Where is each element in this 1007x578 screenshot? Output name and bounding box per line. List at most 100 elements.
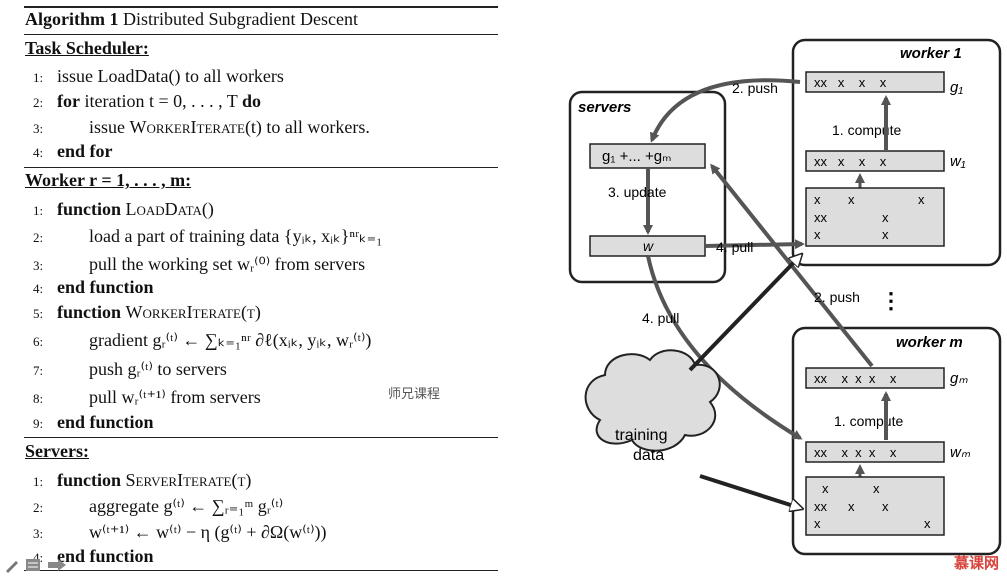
gradient-sum-text: g₁ +... +gₘ: [602, 148, 671, 165]
line-number: 6:: [33, 334, 44, 349]
data-arrow-worker-1: [688, 256, 800, 372]
algorithm-name: Distributed Subgradient Descent: [123, 9, 358, 29]
line-text: pull the working set wᵣ⁽⁰⁾ from servers: [89, 254, 366, 274]
worker-1-node: worker 1 xx x x x g₁ 1. compute xx x x x…: [791, 38, 1002, 267]
pull-arrow-worker-1: [704, 239, 805, 250]
push-arrow-worker-1: [649, 78, 801, 143]
worker-m-label: worker m: [896, 334, 963, 351]
line-text: issue LoadData() to all workers: [57, 66, 284, 86]
line-text: issue: [89, 117, 125, 137]
document-icon[interactable]: [26, 559, 40, 571]
function-name: ServerIterate(t): [125, 470, 252, 490]
line-w-7: 7: push gᵣ⁽ᵗ⁾ to servers: [33, 359, 227, 383]
line-w-1: 1: function LoadData(): [33, 199, 214, 223]
line-ts-1: 1:issue LoadData() to all workers: [33, 66, 284, 90]
section-rule: [24, 437, 498, 438]
worker-1-g-label: g₁: [950, 79, 963, 96]
keyword-function: function: [57, 302, 122, 322]
pull-label-top: 4. pull: [716, 239, 753, 255]
data-arrow-worker-m: [699, 474, 800, 508]
algorithm-title: Algorithm 1 Distributed Subgradient Desc…: [25, 9, 358, 30]
keyword-function: function: [57, 199, 122, 219]
keyword-end-function: end function: [57, 546, 154, 566]
training-label: training: [615, 427, 667, 444]
watermark-text: 师兄课程: [388, 387, 441, 402]
push-label-top: 2. push: [732, 80, 778, 96]
line-number: 8:: [33, 391, 44, 406]
line-text: (t) to all workers.: [244, 117, 370, 137]
svg-text:x: x: [882, 499, 889, 514]
worker-m-w-label: wₘ: [950, 444, 971, 461]
worker-1-w-label: w₁: [950, 153, 966, 170]
line-ts-4: 4:end for: [33, 141, 113, 165]
worker-m-gradient-cell: [805, 367, 945, 389]
svg-text:x: x: [814, 227, 821, 242]
weight-text: w: [643, 238, 654, 254]
training-data-cloud: training data: [584, 349, 721, 464]
forward-arrow-icon[interactable]: [48, 559, 66, 571]
line-text: gradient gᵣ⁽ᵗ⁾ ← ∑ₖ₌₁ⁿʳ ∂ℓ(xᵢₖ, yᵢₖ, wᵣ⁽…: [89, 330, 372, 350]
line-w-6: 6: gradient gᵣ⁽ᵗ⁾ ← ∑ₖ₌₁ⁿʳ ∂ℓ(xᵢₖ, yᵢₖ, w…: [33, 330, 371, 354]
line-number: 2:: [33, 500, 44, 515]
worker-m-gradient-row: xx x x x x: [814, 371, 897, 386]
data-label: data: [633, 447, 664, 464]
keyword-function: function: [57, 470, 122, 490]
line-s-2: 2:aggregate g⁽ᵗ⁾ ← ∑ᵣ₌₁ᵐ gᵣ⁽ᵗ⁾: [33, 496, 283, 520]
pen-icon[interactable]: [6, 561, 18, 573]
bottom-rule: [24, 570, 498, 571]
worker-1-compute-label: 1. compute: [832, 122, 901, 138]
line-text: push gᵣ⁽ᵗ⁾ to servers: [89, 359, 227, 379]
worker-m-data-block: [805, 476, 945, 536]
gradient-sum-cell: [589, 143, 706, 169]
worker-1-data-block: [805, 187, 945, 247]
svg-text:x: x: [882, 227, 889, 242]
line-text: iteration t = 0, . . . , T: [84, 91, 238, 111]
section-servers: Servers:: [25, 441, 89, 461]
line-number: 7:: [33, 363, 44, 378]
svg-text:x: x: [848, 192, 855, 207]
worker-m-weight-cell: [805, 441, 945, 463]
algorithm-number: Algorithm 1: [25, 9, 119, 29]
line-text: load a part of training data {yᵢₖ, xᵢₖ}ⁿ…: [89, 226, 383, 246]
line-text: w⁽ᵗ⁺¹⁾ ← w⁽ᵗ⁾ − η (g⁽ᵗ⁾ + ∂Ω(w⁽ᵗ⁾)): [89, 522, 327, 542]
svg-text:xx: xx: [814, 210, 828, 225]
worker-m-compute-label: 1. compute: [834, 413, 903, 429]
keyword-do: do: [241, 91, 261, 111]
section-rule: [24, 167, 498, 168]
line-number: 2:: [33, 230, 44, 245]
worker-1-gradient-row: xx x x x: [814, 75, 887, 90]
section-worker: Worker r = 1, . . . , m:: [25, 170, 192, 190]
line-number: 1:: [33, 203, 44, 218]
keyword-end-function: end function: [57, 277, 154, 297]
svg-text:x: x: [918, 192, 925, 207]
line-w-3: 3:pull the working set wᵣ⁽⁰⁾ from server…: [33, 254, 365, 278]
line-w-9: 9:end function: [33, 412, 154, 436]
algorithm-panel: Algorithm 1 Distributed Subgradient Desc…: [24, 6, 498, 571]
line-w-5: 5: function WorkerIterate(t): [33, 302, 261, 326]
function-name: WorkerIterate: [129, 117, 245, 137]
keyword-end-for: end for: [57, 141, 113, 161]
line-number: 3:: [33, 526, 44, 541]
svg-text:x: x: [822, 481, 829, 496]
svg-text:x: x: [814, 516, 821, 531]
worker-1-weight-cell: [805, 150, 945, 172]
top-rule: [24, 6, 498, 8]
annotation-toolbar[interactable]: [4, 557, 68, 573]
worker-m-weight-row: xx x x x x: [814, 445, 897, 460]
svg-text:x: x: [848, 499, 855, 514]
title-rule: [24, 34, 498, 35]
push-label-mid: 2. push: [814, 289, 860, 305]
svg-text:x: x: [924, 516, 931, 531]
line-number: 1:: [33, 474, 44, 489]
section-task-scheduler: Task Scheduler:: [25, 38, 149, 58]
line-w-2: 2: load a part of training data {yᵢₖ, xᵢₖ…: [33, 226, 382, 250]
update-label: 3. update: [608, 184, 667, 200]
svg-text:x: x: [814, 192, 821, 207]
line-number: 3:: [33, 121, 44, 136]
line-text: pull wᵣ⁽ᵗ⁺¹⁾ from servers: [89, 387, 261, 407]
parameter-server-diagram: servers g₁ +... +gₘ w 3. update worker 1…: [568, 38, 1002, 556]
line-number: 4:: [33, 281, 44, 296]
function-name: LoadData(): [125, 199, 214, 219]
worker-1-gradient-cell: [805, 71, 945, 93]
